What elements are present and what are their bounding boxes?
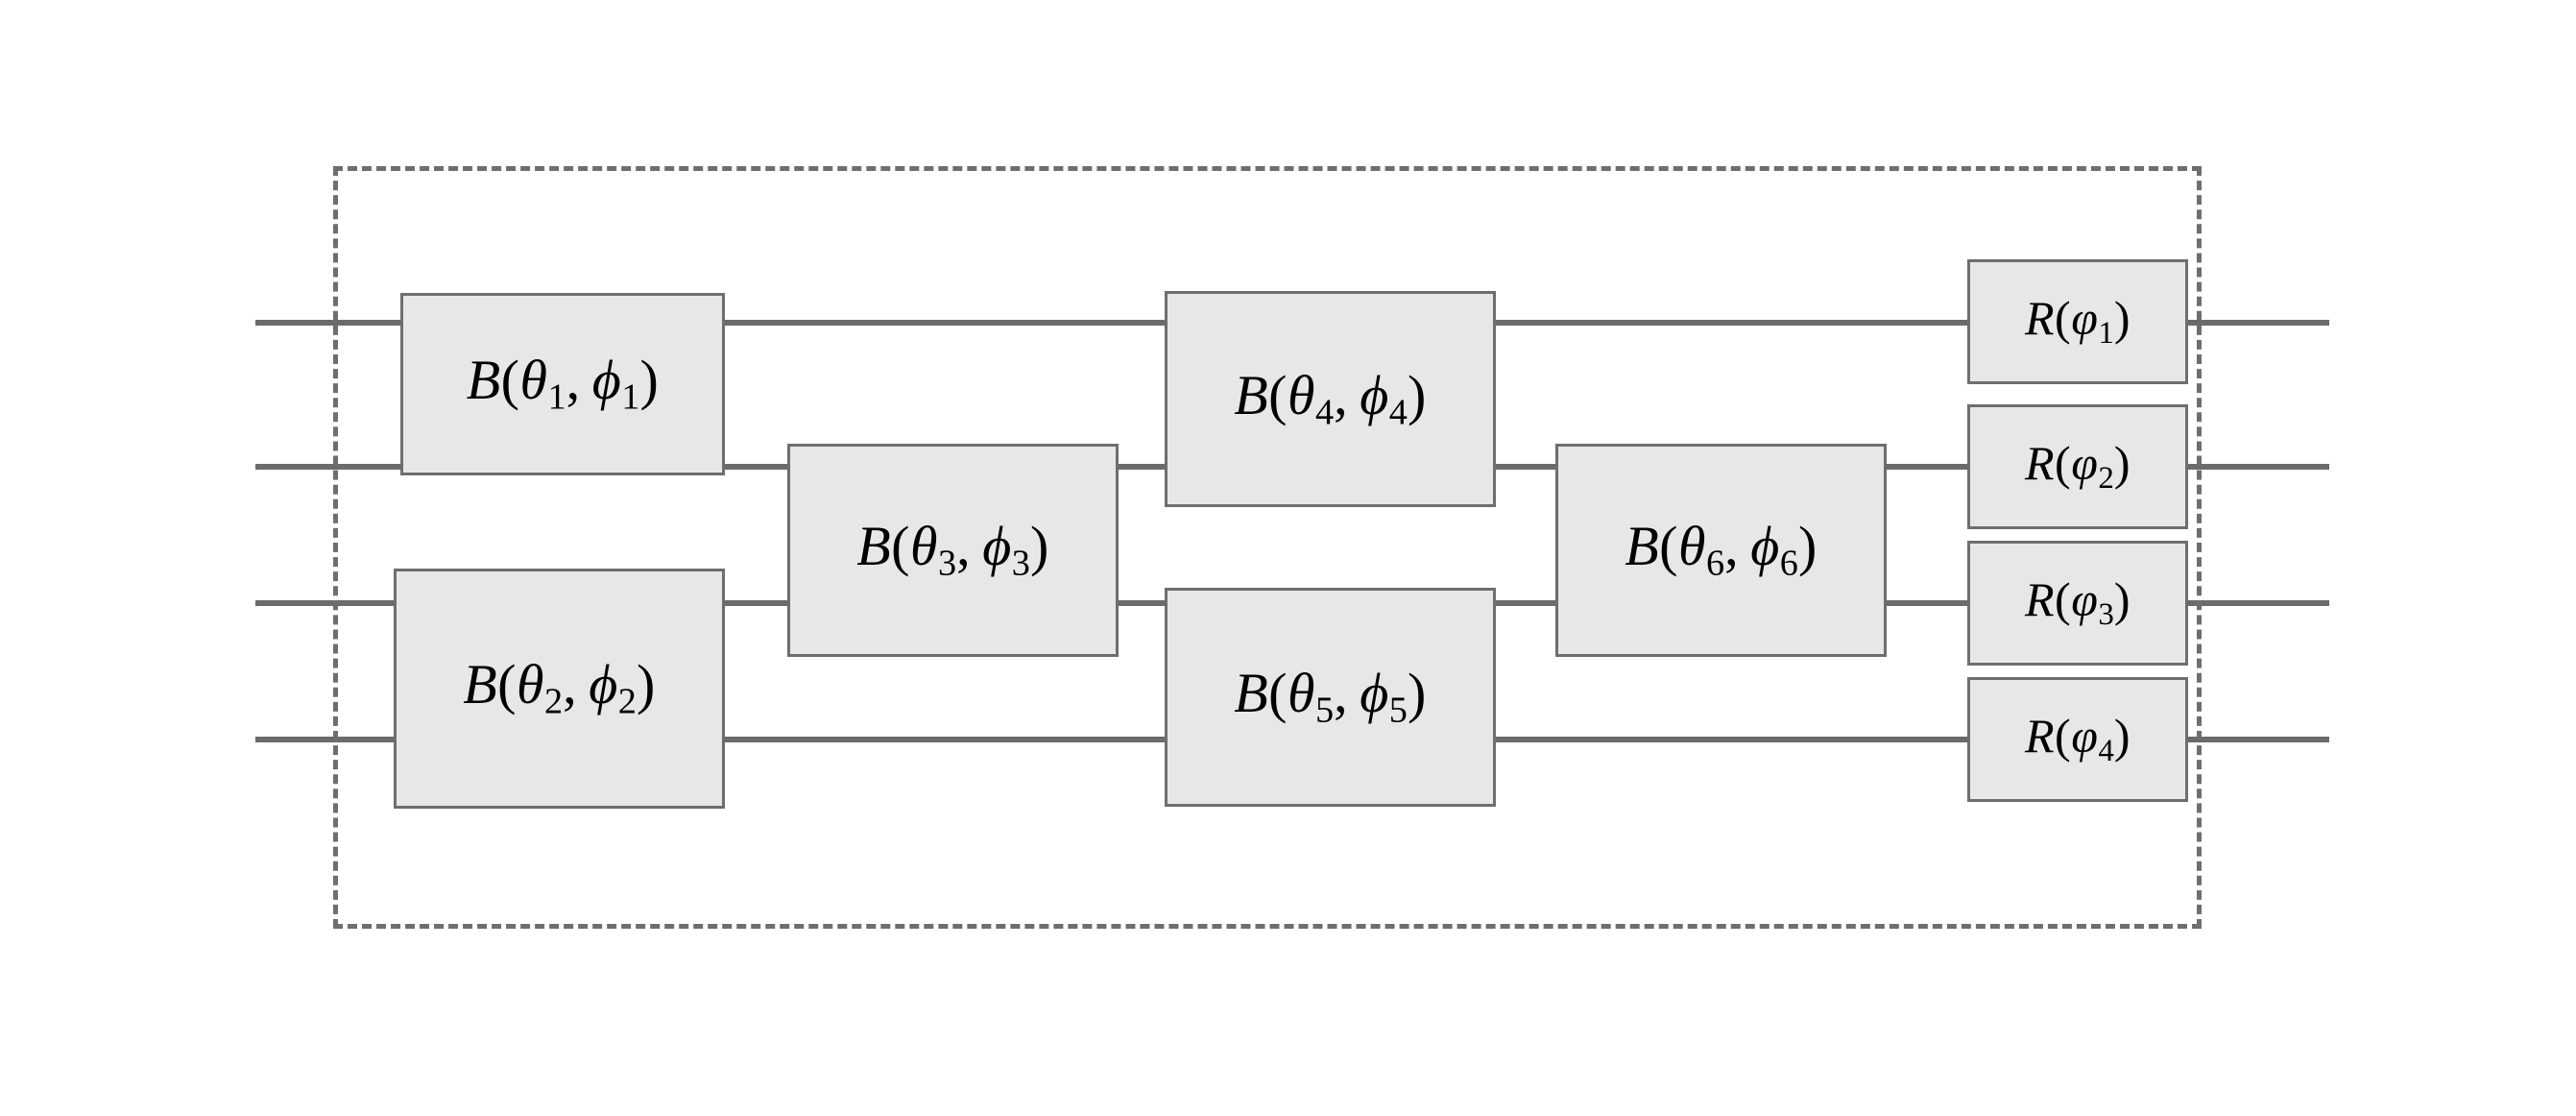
gate-r1[interactable]: R(φ1)	[1967, 259, 2188, 384]
gate-r3[interactable]: R(φ3)	[1967, 541, 2188, 666]
gate-label-b3: B(θ3, ϕ3)	[856, 515, 1049, 584]
gate-label-b4: B(θ4, ϕ4)	[1234, 363, 1427, 433]
gate-b1[interactable]: B(θ1, ϕ1)	[400, 293, 725, 475]
gate-b2[interactable]: B(θ2, ϕ2)	[394, 569, 725, 809]
gate-b5[interactable]: B(θ5, ϕ5)	[1165, 588, 1496, 807]
gate-r2[interactable]: R(φ2)	[1967, 404, 2188, 529]
gate-label-b5: B(θ5, ϕ5)	[1234, 662, 1427, 731]
gate-b6[interactable]: B(θ6, ϕ6)	[1555, 444, 1887, 657]
gate-label-r2: R(φ2)	[2024, 435, 2131, 497]
gate-r4[interactable]: R(φ4)	[1967, 677, 2188, 802]
gate-b3[interactable]: B(θ3, ϕ3)	[787, 444, 1119, 657]
interferometer-region	[333, 166, 2202, 929]
gate-label-r1: R(φ1)	[2024, 290, 2131, 352]
gate-b4[interactable]: B(θ4, ϕ4)	[1165, 291, 1496, 507]
gate-label-b2: B(θ2, ϕ2)	[463, 653, 656, 722]
gate-label-r3: R(φ3)	[2024, 571, 2131, 633]
gate-label-b6: B(θ6, ϕ6)	[1625, 515, 1818, 584]
gate-label-b1: B(θ1, ϕ1)	[466, 349, 660, 418]
gate-label-r4: R(φ4)	[2024, 708, 2131, 769]
